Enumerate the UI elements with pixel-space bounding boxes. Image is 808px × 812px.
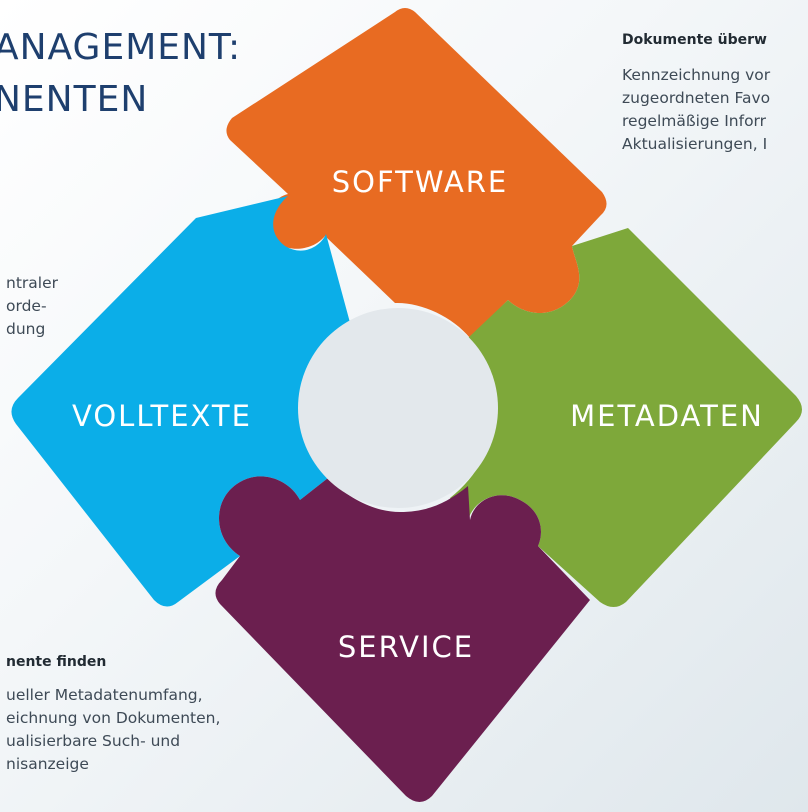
center-circle: [298, 308, 498, 508]
left-text-line-1: ntraler: [6, 274, 58, 292]
top-right-line-2: zugeordneten Favo: [622, 89, 771, 107]
bottom-left-line-3: ualisierbare Such- und: [6, 732, 181, 750]
page-title-line-1: ANAGEMENT:: [0, 27, 242, 68]
volltexte-label: VOLLTEXTE: [72, 399, 252, 433]
top-right-line-4: Aktualisierungen, I: [622, 135, 768, 153]
bottom-left-line-1: ueller Metadatenumfang,: [6, 686, 203, 704]
metadaten-label: METADATEN: [570, 399, 764, 433]
bottom-left-heading: nente finden: [6, 654, 107, 670]
puzzle-piece-software: [226, 8, 607, 338]
service-label: SERVICE: [338, 630, 474, 664]
bottom-left-line-4: nisanzeige: [6, 755, 89, 773]
left-text-line-2: orde-: [6, 297, 47, 315]
page-title-line-2: NENTEN: [0, 79, 149, 120]
puzzle-piece-volltexte: [11, 196, 352, 607]
puzzle-piece-service: [215, 476, 591, 802]
puzzle-piece-metadaten: [450, 228, 802, 607]
software-label: SOFTWARE: [332, 165, 509, 199]
top-right-heading: Dokumente überw: [622, 32, 767, 48]
top-right-line-1: Kennzeichnung vor: [622, 66, 771, 84]
bottom-left-line-2: eichnung von Dokumenten,: [6, 709, 221, 727]
left-text-line-3: dung: [6, 320, 46, 338]
top-right-line-3: regelmäßige Inforr: [622, 112, 767, 130]
